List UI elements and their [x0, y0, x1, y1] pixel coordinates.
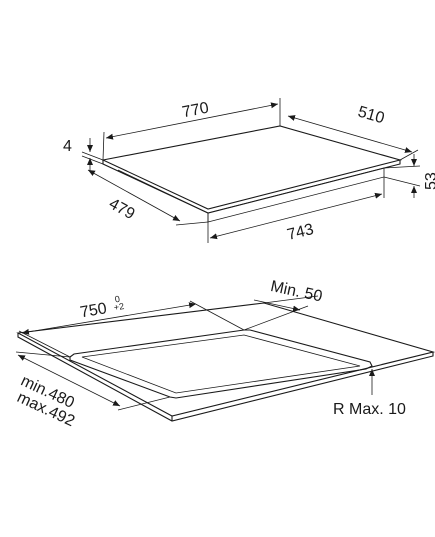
- dim-cutout-tol-lower: +2: [113, 301, 125, 313]
- dim-line-inner-width: [209, 192, 383, 240]
- hob-glass-edge: [102, 160, 401, 214]
- dim-width-label: 770: [181, 100, 211, 122]
- dim-height-label: 53: [423, 172, 435, 190]
- cutout-opening: [69, 329, 373, 399]
- dim-cutout-tol-upper: 0: [114, 294, 121, 305]
- dim-line-width: [105, 102, 279, 140]
- dim-cutout-width-label: 750: [79, 300, 108, 321]
- dim-line-inner-depth: [87, 169, 181, 222]
- dim-inner-depth-label: 479: [106, 195, 138, 223]
- cutout-view: 750 0 +2 Min. 50 min.480 max.492 R Max. …: [14, 278, 435, 430]
- dim-radius-label: R Max. 10: [333, 401, 406, 418]
- dim-thickness-label: 4: [63, 138, 72, 155]
- dim-line-cutout-width: [21, 302, 197, 335]
- dim-depth-label: 510: [356, 104, 386, 128]
- dim-line-cutout-depth: [17, 354, 121, 407]
- hob-glass-top: [101, 125, 403, 210]
- dim-inner-width-label: 743: [285, 221, 315, 244]
- hob-view: 770 510 4 479 743 53: [63, 98, 435, 244]
- hob-body-right: [207, 167, 385, 223]
- dim-line-depth: [287, 115, 413, 153]
